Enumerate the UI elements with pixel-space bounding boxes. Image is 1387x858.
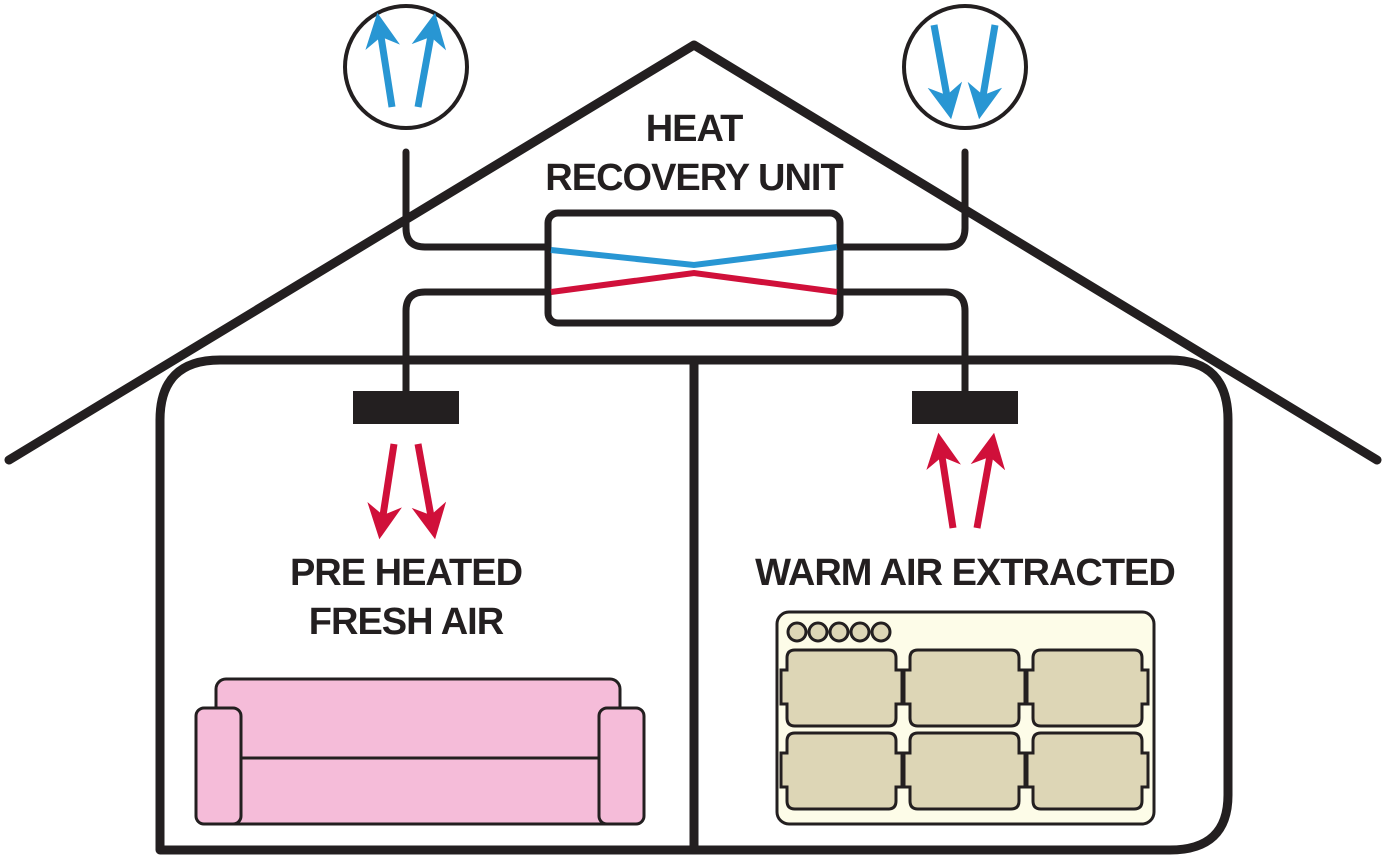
extract-vent — [912, 391, 1018, 424]
right-room-label: WARM AIR EXTRACTED — [755, 552, 1175, 594]
left-room-label-line1: PRE HEATED — [290, 552, 522, 594]
exhaust-duct — [836, 148, 969, 251]
supply-air-arrows — [367, 443, 447, 540]
cold-air-path — [550, 244, 838, 269]
supply-vent — [353, 391, 459, 424]
fresh-air-intake-icon — [343, 4, 469, 130]
roof — [4, 40, 1382, 465]
cooker-burners — [779, 648, 1150, 811]
house-walls — [155, 355, 1233, 855]
warm-air-path — [550, 269, 838, 295]
intake-duct — [402, 148, 552, 251]
extract-duct — [836, 288, 969, 397]
left-room-label-line2: FRESH AIR — [309, 601, 504, 643]
cooker-hob-icon — [775, 610, 1156, 826]
stale-air-exhaust-icon — [902, 4, 1028, 130]
supply-duct — [402, 288, 552, 397]
cooker-knobs — [786, 621, 892, 643]
sofa-icon — [194, 677, 646, 826]
unit-label-line1: HEAT — [646, 108, 743, 150]
unit-label-line2: RECOVERY UNIT — [545, 157, 843, 199]
extract-air-arrows — [926, 432, 1006, 529]
